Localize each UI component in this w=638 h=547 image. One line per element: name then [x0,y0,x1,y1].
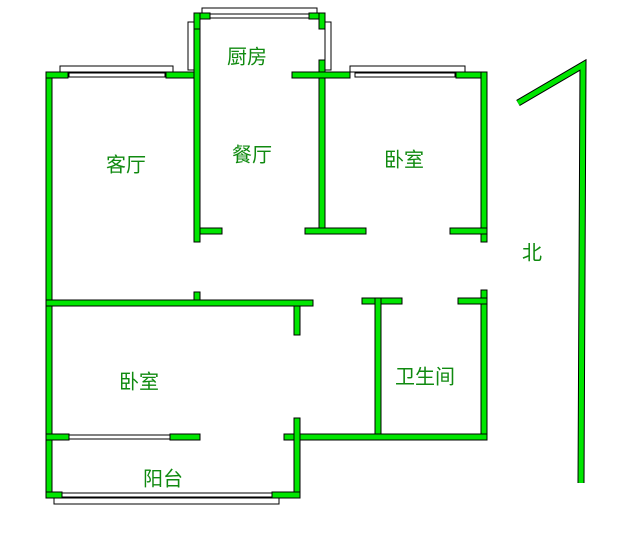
room-label-dining-room: 餐厅 [232,142,272,167]
windows [53,7,466,505]
room-label-kitchen: 厨房 [227,44,267,69]
room-label-bedroom-south: 卧室 [119,369,159,394]
north-label: 北 [522,240,542,265]
room-label-balcony: 阳台 [143,466,183,491]
room-label-bathroom: 卫生间 [395,364,455,389]
walls [45,12,488,499]
north-arrow-icon [516,58,587,484]
room-label-living-room: 客厅 [106,152,146,177]
room-label-bedroom-north: 卧室 [384,147,424,172]
